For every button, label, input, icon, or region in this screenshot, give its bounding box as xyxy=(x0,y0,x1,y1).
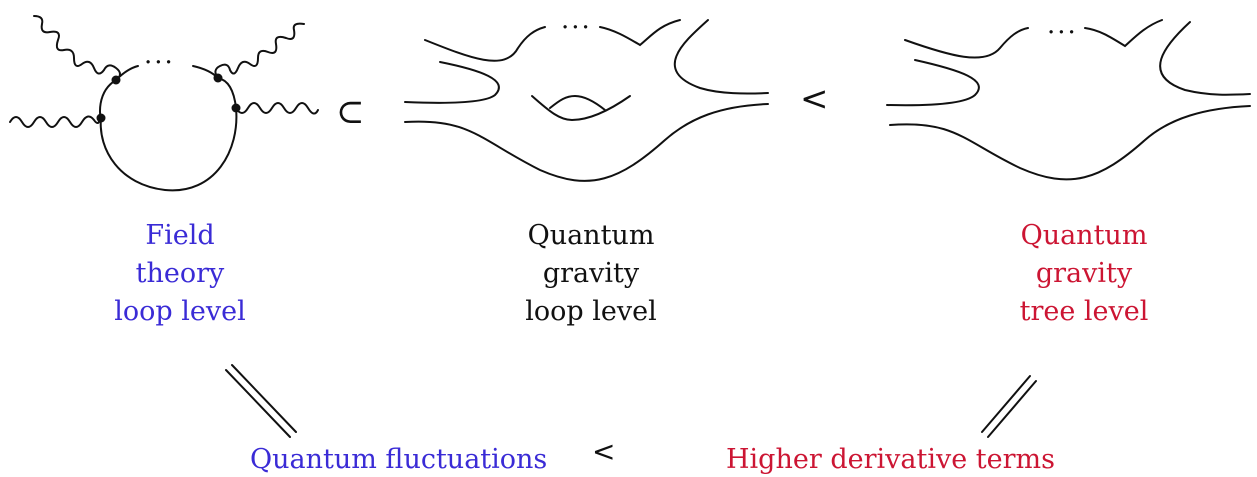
wavy-leg-left xyxy=(9,115,101,128)
label-qg-tree-line3: tree level xyxy=(1019,296,1149,327)
ws-tree-left-sheet xyxy=(886,59,980,107)
less-than-symbol-top: < xyxy=(800,79,829,119)
wavy-leg-right xyxy=(235,102,319,115)
label-higher-derivative-terms: Higher derivative terms xyxy=(726,444,1055,475)
ellipsis-worldsheet-loop: ··· xyxy=(561,13,592,43)
label-qg-tree: Quantum gravity tree level xyxy=(984,222,1184,336)
label-field-theory: Field theory loop level xyxy=(80,222,280,336)
wavy-leg-top-left xyxy=(33,15,121,81)
worldsheet-tree-diagram xyxy=(886,19,1251,181)
ws-tree-top-right-sheet xyxy=(1084,19,1251,96)
label-qg-loop: Quantum gravity loop level xyxy=(491,222,691,336)
worldsheet-loop-diagram xyxy=(404,19,769,182)
vertex-dot-right xyxy=(231,103,241,113)
label-field-theory-line2: theory xyxy=(135,258,225,289)
loop-arc-main xyxy=(99,77,238,192)
vertex-dot-left xyxy=(96,113,106,123)
ws-loop-left-sheet xyxy=(404,61,500,104)
label-qg-loop-line1: Quantum xyxy=(527,220,655,251)
label-qg-tree-line2: gravity xyxy=(1035,258,1133,289)
feynman-loop-diagram xyxy=(9,15,319,192)
ws-loop-handle-outer xyxy=(531,95,631,122)
ellipsis-loop: ··· xyxy=(144,48,175,78)
label-field-theory-line1: Field xyxy=(145,220,215,251)
ws-loop-top-right-sheet xyxy=(599,19,769,95)
equality-line-right xyxy=(981,375,1037,438)
ws-loop-top-left-sheet xyxy=(424,26,546,62)
label-qg-loop-line2: gravity xyxy=(542,258,640,289)
label-qg-loop-line3: loop level xyxy=(525,296,657,327)
label-qg-tree-line1: Quantum xyxy=(1020,220,1148,251)
ws-loop-handle-inner xyxy=(549,94,606,111)
wavy-leg-top-right xyxy=(214,22,305,79)
label-quantum-fluctuations: Quantum fluctuations xyxy=(250,444,548,475)
less-than-symbol-bottom: < xyxy=(592,435,616,468)
vertex-dot-top-left xyxy=(111,75,121,85)
vertex-dot-top-right xyxy=(213,73,223,83)
equality-line-left xyxy=(225,364,297,438)
label-field-theory-line3: loop level xyxy=(114,296,246,327)
ellipsis-worldsheet-tree: ··· xyxy=(1047,18,1078,48)
ws-tree-bottom-sheet xyxy=(889,105,1251,181)
ws-loop-bottom-sheet xyxy=(404,103,769,182)
subset-symbol: ⊂ xyxy=(336,92,365,132)
ws-tree-top-left-sheet xyxy=(904,27,1029,59)
